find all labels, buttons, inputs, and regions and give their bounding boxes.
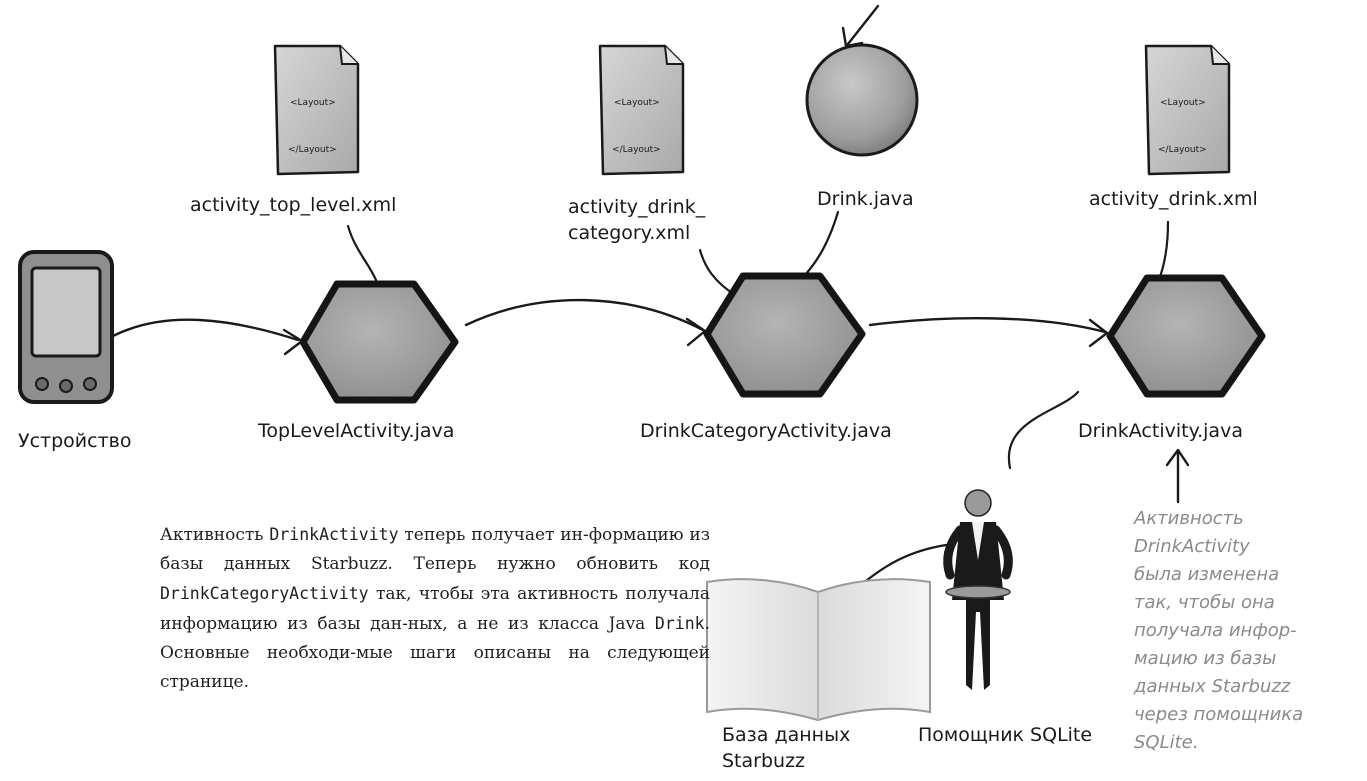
connector-helper-to-drink-activity <box>1007 390 1080 470</box>
sqlite-helper-label: Помощник SQLite <box>918 724 1093 746</box>
paragraph-text: . Основные необходи-мые шаги описаны на … <box>160 614 710 692</box>
drink-category-activity-label: DrinkCategoryActivity.java <box>640 420 892 442</box>
hexagon-drink-category-activity <box>703 272 866 398</box>
connector-layout-top-level <box>346 224 378 282</box>
arrow-top-level-to-category <box>464 298 705 332</box>
layout-open-tag: <Layout> <box>290 98 336 108</box>
arrowhead-annotation-pointer <box>1165 448 1190 467</box>
top-level-activity-label: TopLevelActivity.java <box>258 420 455 442</box>
layout-open-tag: <Layout> <box>1160 98 1206 108</box>
body-paragraph: Активность DrinkActivity теперь получает… <box>160 520 710 697</box>
drink-class-label: Drink.java <box>817 188 914 210</box>
code-drink-category-activity: DrinkCategoryActivity <box>160 584 369 603</box>
connector-layout-drink-category <box>698 248 737 297</box>
paragraph-text: так, чтобы эта активность получала инфор… <box>160 584 710 634</box>
sqlite-helper-figure <box>943 489 1013 690</box>
paragraph-text: Активность <box>160 525 270 545</box>
layout-open-tag: <Layout> <box>614 98 660 108</box>
drink-class-icon <box>805 43 919 157</box>
device-label: Устройство <box>18 430 132 452</box>
layout-document-drink-category: <Layout> </Layout> <box>598 44 685 176</box>
flow-arrows <box>111 4 1190 504</box>
arrow-pointer-top <box>846 4 880 46</box>
database-book-icon <box>706 578 931 722</box>
annotation-note: Активность DrinkActivity была изменена т… <box>1134 508 1304 753</box>
layout-close-tag: </Layout> <box>1158 145 1207 155</box>
arrowhead-device-to-top-level <box>282 328 304 356</box>
connector-layout-drink <box>1156 220 1170 284</box>
database-label: База данных Starbuzz <box>722 724 851 772</box>
arrow-device-to-top-level <box>111 318 300 342</box>
layout-close-tag: </Layout> <box>288 145 337 155</box>
device-icon <box>18 250 114 404</box>
code-drink-activity: DrinkActivity <box>269 525 399 544</box>
paragraph-text: теперь получает ин-формацию из базы данн… <box>160 525 710 574</box>
drink-activity-label: DrinkActivity.java <box>1078 420 1243 442</box>
code-drink: Drink <box>654 614 705 633</box>
layout-label-drink: activity_drink.xml <box>1089 188 1258 210</box>
layout-close-tag: </Layout> <box>612 145 661 155</box>
layout-document-top-level: <Layout> </Layout> <box>273 44 360 176</box>
hexagon-drink-activity <box>1106 274 1266 398</box>
layout-label-drink-category: activity_drink_ category.xml <box>568 196 706 244</box>
arrowhead-category-to-drink-activity <box>1088 318 1109 348</box>
arrow-category-to-drink-activity <box>868 317 1107 334</box>
hexagon-top-level-activity <box>299 280 459 404</box>
layout-document-drink: <Layout> </Layout> <box>1144 44 1231 176</box>
layout-label-top-level: activity_top_level.xml <box>190 194 397 216</box>
